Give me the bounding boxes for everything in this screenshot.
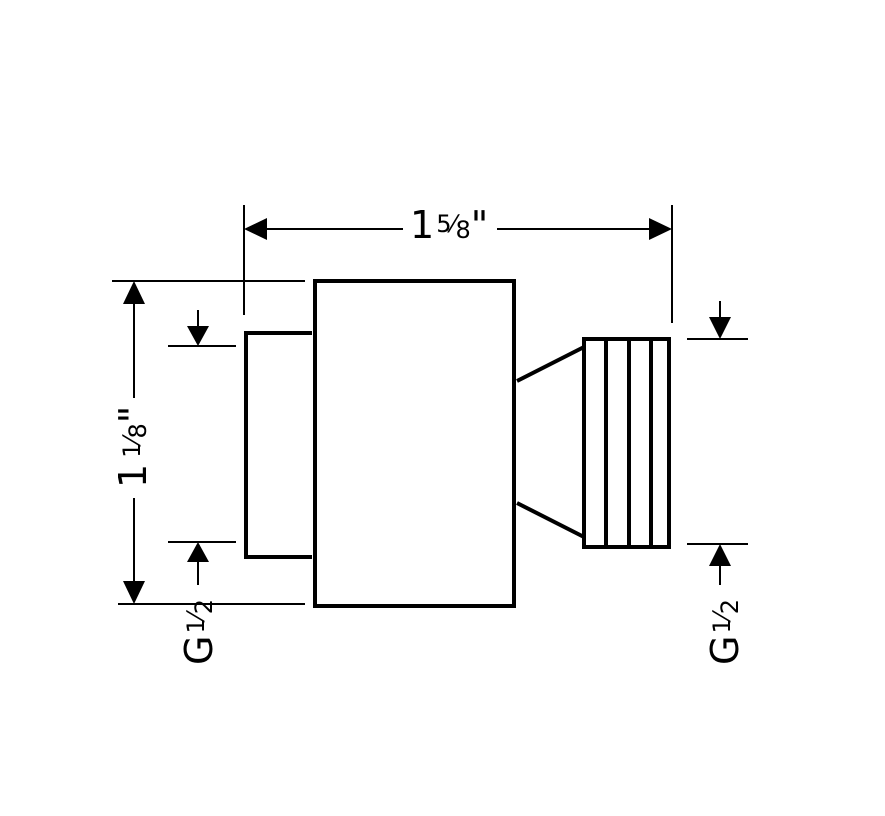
- height-unit: ": [111, 406, 155, 423]
- dimension-thread-right: G1⁄2: [687, 301, 748, 665]
- main-body: [313, 279, 516, 608]
- thread-right-num: 1: [708, 618, 736, 633]
- thread-right-arrow-bottom: [709, 544, 731, 566]
- dimension-height: 11⁄8": [111, 280, 305, 605]
- thread-left-arrow-top: [187, 326, 209, 346]
- dimension-thread-left: G1⁄2: [168, 310, 236, 665]
- left-inlet: [244, 331, 312, 559]
- length-unit: ": [471, 203, 488, 247]
- right-outlet: [582, 337, 671, 549]
- length-num: 5: [436, 210, 451, 238]
- thread-right-label: G1⁄2: [703, 599, 747, 665]
- thread-left-num: 1: [182, 618, 210, 633]
- thread-right-prefix: G: [703, 636, 747, 665]
- taper-bottom: [516, 501, 585, 539]
- thread-right-arrow-top: [709, 317, 731, 339]
- thread-right-den: 2: [716, 599, 744, 614]
- thread-left-label: G1⁄2: [177, 599, 221, 665]
- dimension-length: 15⁄8": [243, 203, 673, 323]
- taper-top: [516, 345, 585, 383]
- arrowhead-left: [244, 218, 267, 240]
- length-label: 15⁄8": [410, 203, 488, 247]
- height-den: 8: [124, 423, 152, 438]
- arrowhead-top: [123, 281, 145, 304]
- length-whole: 1: [410, 203, 434, 247]
- length-den: 8: [455, 216, 470, 244]
- part-outline: [244, 279, 671, 608]
- height-label: 11⁄8": [111, 406, 155, 488]
- arrowhead-bottom: [123, 581, 145, 604]
- thread-left-prefix: G: [177, 636, 221, 665]
- arrowhead-right: [649, 218, 672, 240]
- height-whole: 1: [111, 464, 155, 488]
- thread-left-arrow-bottom: [187, 542, 209, 562]
- thread-left-den: 2: [190, 599, 218, 614]
- height-num: 1: [118, 443, 146, 458]
